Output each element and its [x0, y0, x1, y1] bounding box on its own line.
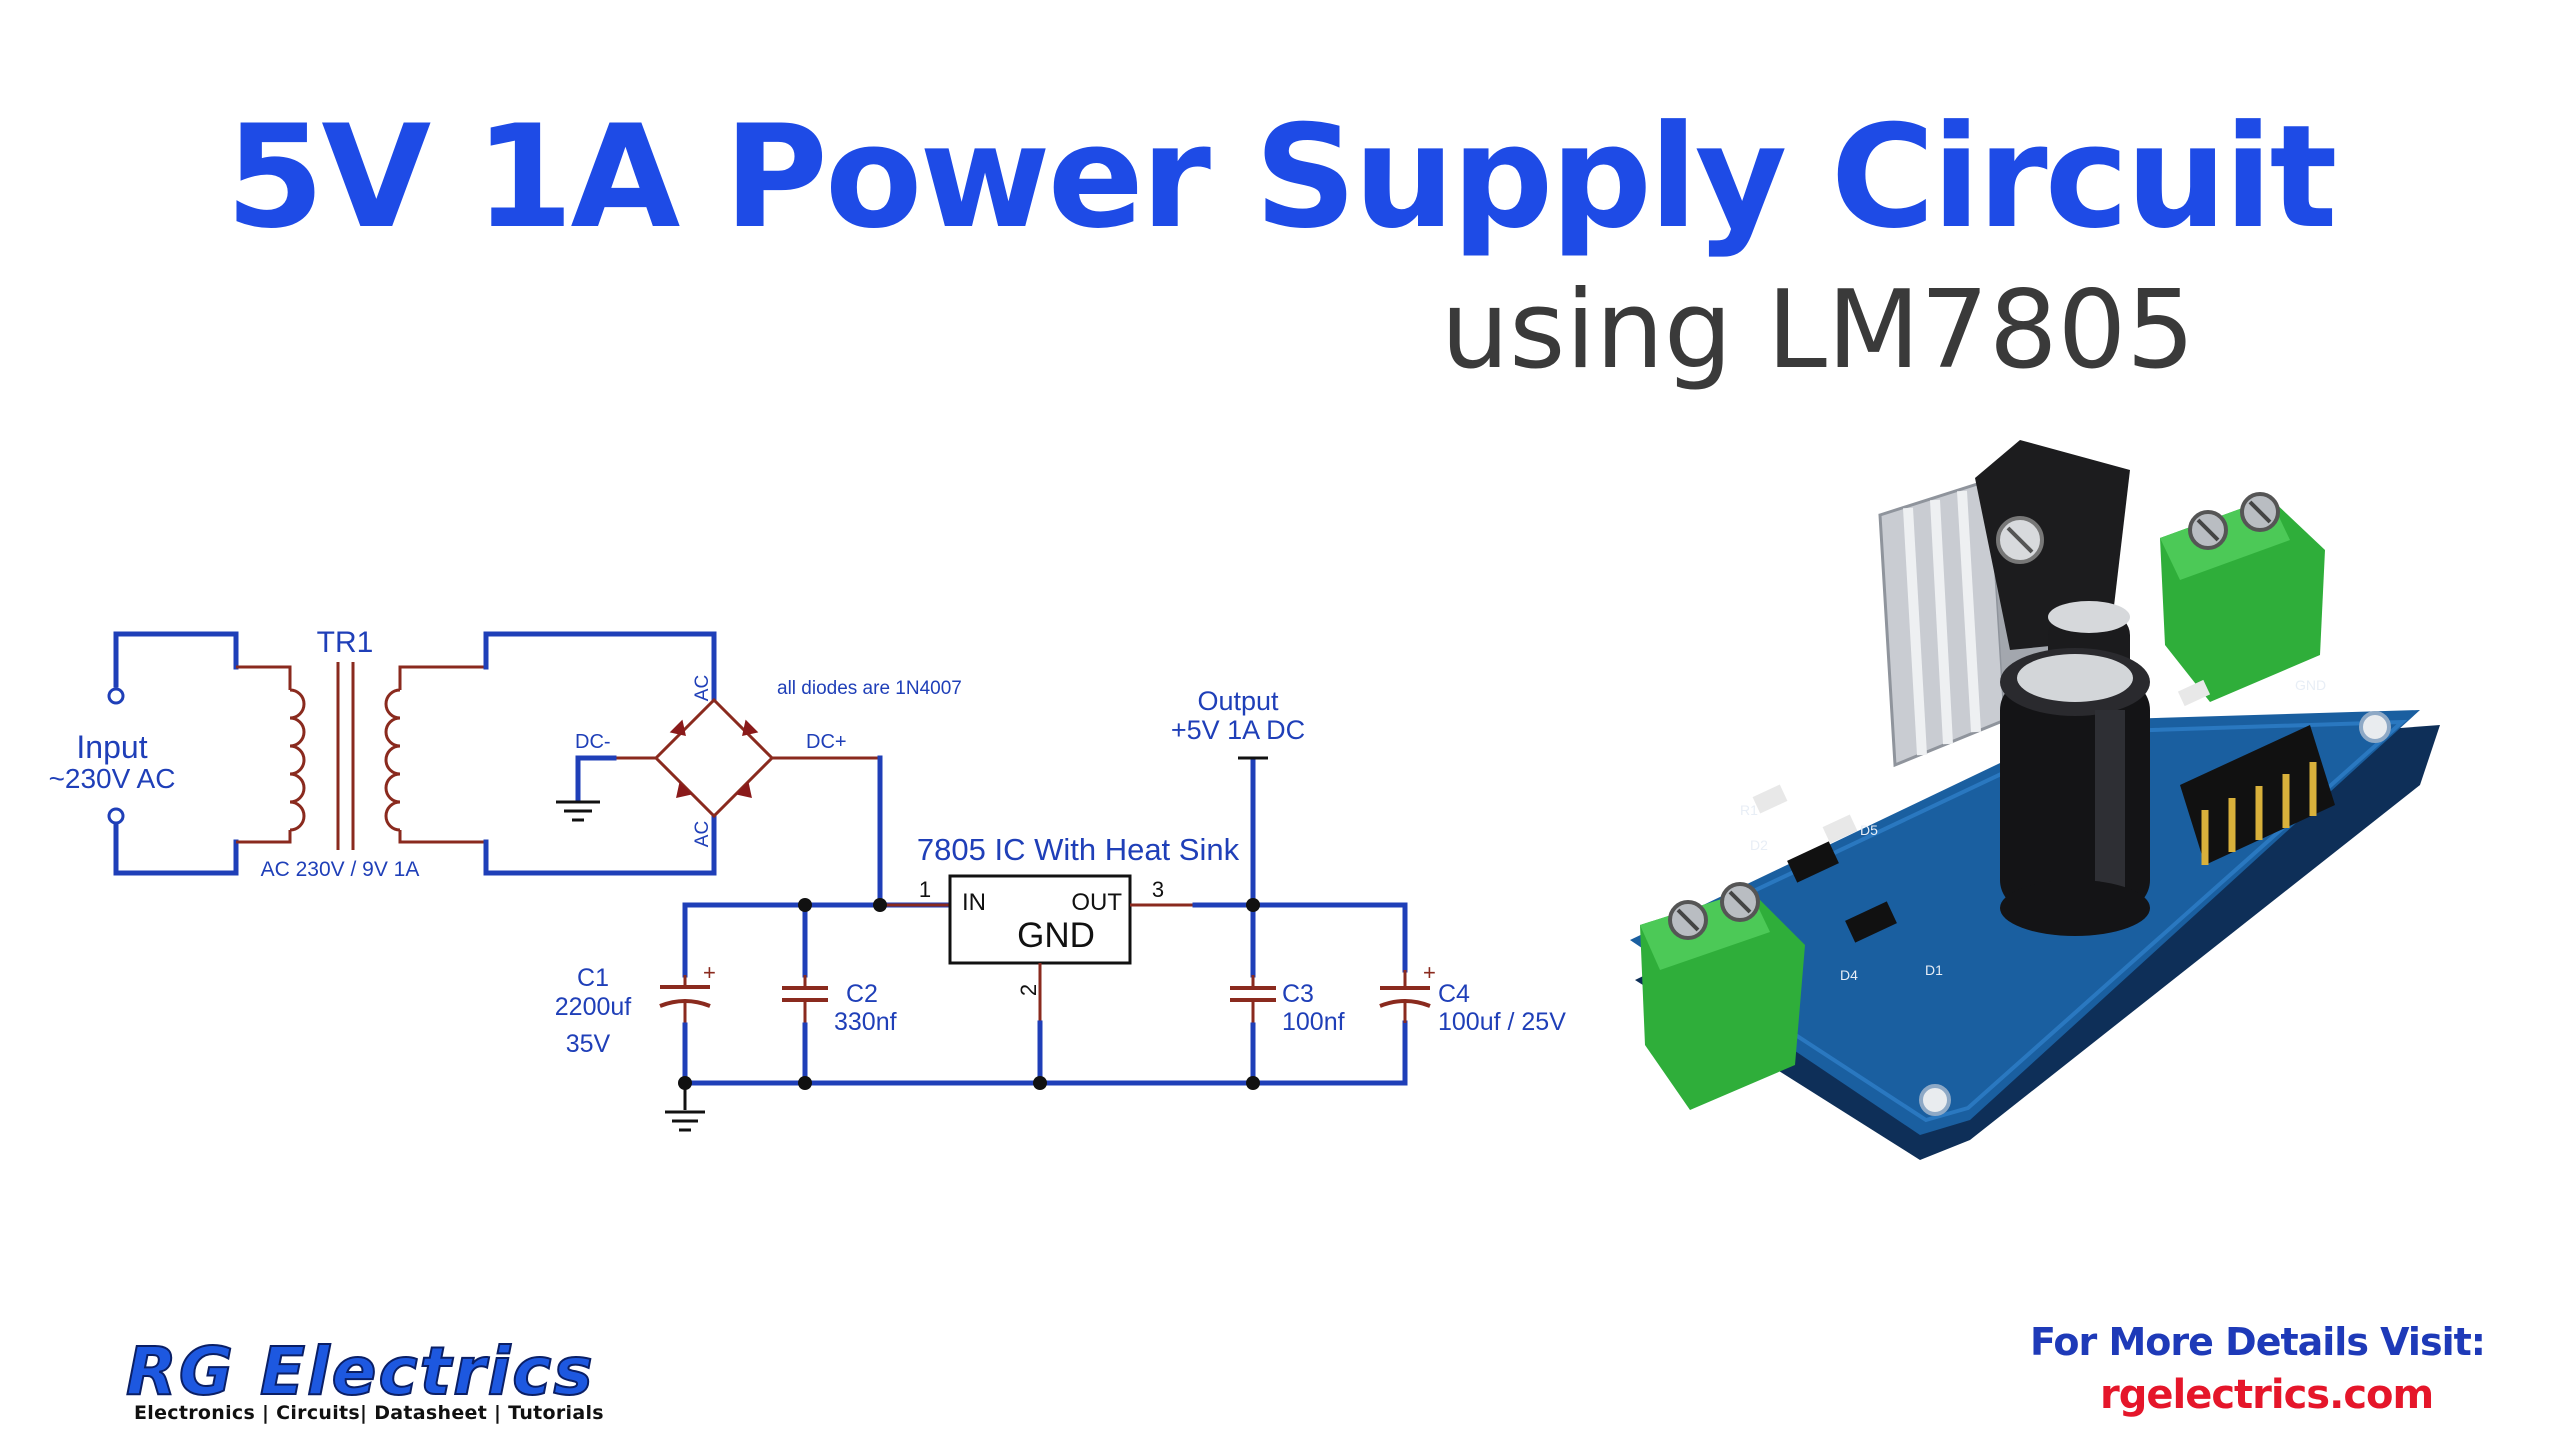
c3-name: C3: [1282, 980, 1314, 1008]
smd-components: [1752, 679, 2211, 943]
input-wires: [107, 631, 239, 876]
output-rail: [1192, 756, 1408, 973]
silk-d4: D4: [1840, 967, 1858, 983]
pin3-number: 3: [1152, 877, 1164, 902]
c1-name: C1: [577, 964, 609, 992]
output-value: +5V 1A DC: [1171, 715, 1305, 745]
dc-plus-label: DC+: [806, 731, 847, 753]
silk-gnd: GND: [2295, 677, 2326, 693]
pin-header: [2180, 725, 2335, 865]
page-subtitle: using LM7805: [1440, 268, 2195, 393]
c1-polarity: +: [703, 960, 716, 985]
dc-plus-rail: [682, 755, 953, 908]
ic-pin-in: IN: [962, 889, 986, 916]
regulator-7805: [948, 874, 1195, 1023]
ic-gnd: GND: [1017, 916, 1095, 955]
bridge-rectifier: [614, 697, 880, 819]
c4-polarity: +: [1423, 960, 1436, 985]
dc-minus-ground: [556, 755, 617, 822]
c2-value: 330nf: [834, 1008, 897, 1036]
logo-tagline: Electronics | Circuits| Datasheet | Tuto…: [134, 1402, 604, 1424]
capacitor-c4: [1379, 970, 1431, 1023]
output-terminal-block: [2160, 492, 2325, 702]
pcb-module-photo: R1 D5 D2 D4 D1 GND: [1630, 440, 2440, 1160]
dc-minus-label: DC-: [575, 731, 611, 753]
visit-text: For More Details Visit:: [2030, 1320, 2486, 1364]
ac-bottom-label: AC: [692, 821, 713, 847]
output-label: Output: [1197, 686, 1279, 716]
c4-value: 100uf / 25V: [1438, 1008, 1566, 1036]
silk-d5: D5: [1860, 822, 1878, 838]
c1-value: 2200uf: [555, 993, 632, 1021]
website-link[interactable]: rgelectrics.com: [2100, 1372, 2434, 1418]
ground-rail: [665, 1020, 1408, 1132]
silk-d2: D2: [1750, 837, 1768, 853]
c3-value: 100nf: [1282, 1008, 1345, 1036]
capacitor-c3: [1230, 902, 1276, 1086]
c2-name: C2: [846, 980, 878, 1008]
c4-name: C4: [1438, 980, 1470, 1008]
silk-d1: D1: [1925, 962, 1943, 978]
diode-note: all diodes are 1N4007: [777, 678, 962, 699]
electrolytic-capacitor: [2000, 648, 2150, 936]
pin2-number: 2: [1016, 984, 1041, 996]
c1-voltage: 35V: [566, 1030, 611, 1058]
silk-r1: R1: [1740, 802, 1758, 818]
capacitor-c1: [659, 902, 711, 1086]
pin1-number: 1: [919, 877, 931, 902]
input-label: Input: [76, 729, 147, 765]
secondary-wires: [483, 631, 717, 876]
capacitor-c2: [782, 902, 828, 1086]
input-terminal-block: [1640, 882, 1805, 1110]
junction-dots: [678, 898, 1260, 1090]
transformer-tr1: [236, 662, 486, 850]
page-title: 5V 1A Power Supply Circuit: [225, 95, 2338, 260]
ic-caption: 7805 IC With Heat Sink: [917, 832, 1240, 867]
transformer-rating: AC 230V / 9V 1A: [261, 858, 420, 881]
circuit-schematic: TR1 Input ~230V AC AC 230V / 9V 1A all d…: [49, 626, 1566, 1132]
logo-text: RG Electrics: [126, 1333, 595, 1410]
ic-pin-out: OUT: [1071, 889, 1122, 916]
ac-top-label: AC: [692, 675, 713, 701]
rg-electrics-logo: RG Electrics: [125, 1332, 595, 1410]
input-value: ~230V AC: [49, 763, 176, 794]
lm7805-regulator: [1975, 440, 2130, 650]
transformer-label: TR1: [317, 626, 374, 659]
